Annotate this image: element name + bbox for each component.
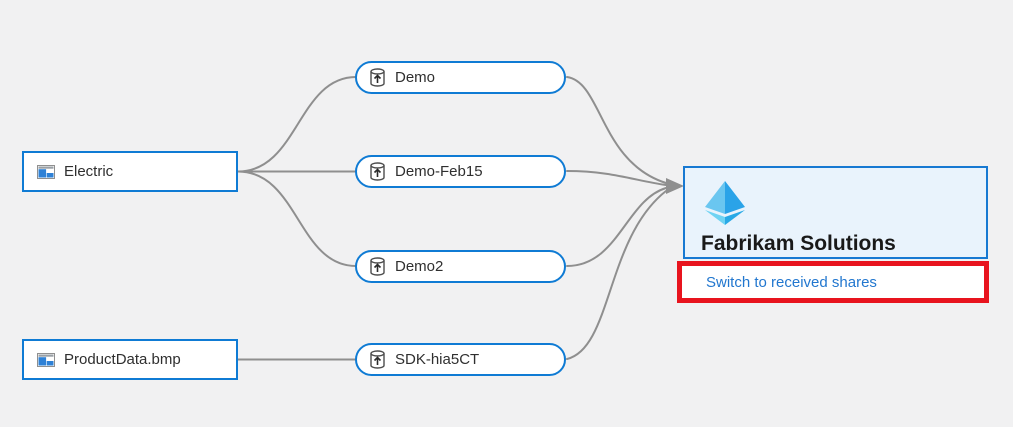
- dataset-label: ProductData.bmp: [64, 351, 181, 368]
- edge-electric-demo: [237, 76, 357, 173]
- consumer-card-fabrikam[interactable]: Fabrikam Solutions: [683, 166, 988, 259]
- dataset-table-icon: [37, 164, 55, 179]
- share-node-sdk-hia5ct[interactable]: SDK-hia5CT: [355, 343, 566, 376]
- edge-electric-demo2: [237, 170, 357, 267]
- edge-demo-consumer: [566, 76, 667, 184]
- sent-share-icon: [368, 349, 387, 370]
- dataset-node-productdata[interactable]: ProductData.bmp: [22, 339, 238, 380]
- annotation-highlight-box: Switch to received shares: [677, 261, 989, 303]
- share-label: Demo: [395, 69, 436, 86]
- arrowhead-icon: [666, 178, 684, 194]
- dataset-label: Electric: [64, 163, 114, 180]
- edge-sdk-consumer: [566, 190, 667, 360]
- share-label: Demo2: [395, 258, 444, 275]
- sent-share-icon: [368, 256, 387, 277]
- share-label: Demo-Feb15: [395, 163, 483, 180]
- switch-to-received-shares-link[interactable]: Switch to received shares: [706, 273, 877, 291]
- share-node-demo[interactable]: Demo: [355, 61, 566, 94]
- share-node-demo2[interactable]: Demo2: [355, 250, 566, 283]
- share-node-demo-feb15[interactable]: Demo-Feb15: [355, 155, 566, 188]
- share-label: SDK-hia5CT: [395, 351, 480, 368]
- sent-share-icon: [368, 161, 387, 182]
- sent-share-icon: [368, 67, 387, 88]
- dataset-node-electric[interactable]: Electric: [22, 151, 238, 192]
- consumer-name: Fabrikam Solutions: [701, 232, 896, 255]
- dataset-table-icon: [37, 352, 55, 367]
- edge-demo2-consumer: [566, 187, 667, 267]
- data-share-logo-icon: [701, 180, 749, 226]
- edge-demofeb15-consumer: [566, 170, 667, 186]
